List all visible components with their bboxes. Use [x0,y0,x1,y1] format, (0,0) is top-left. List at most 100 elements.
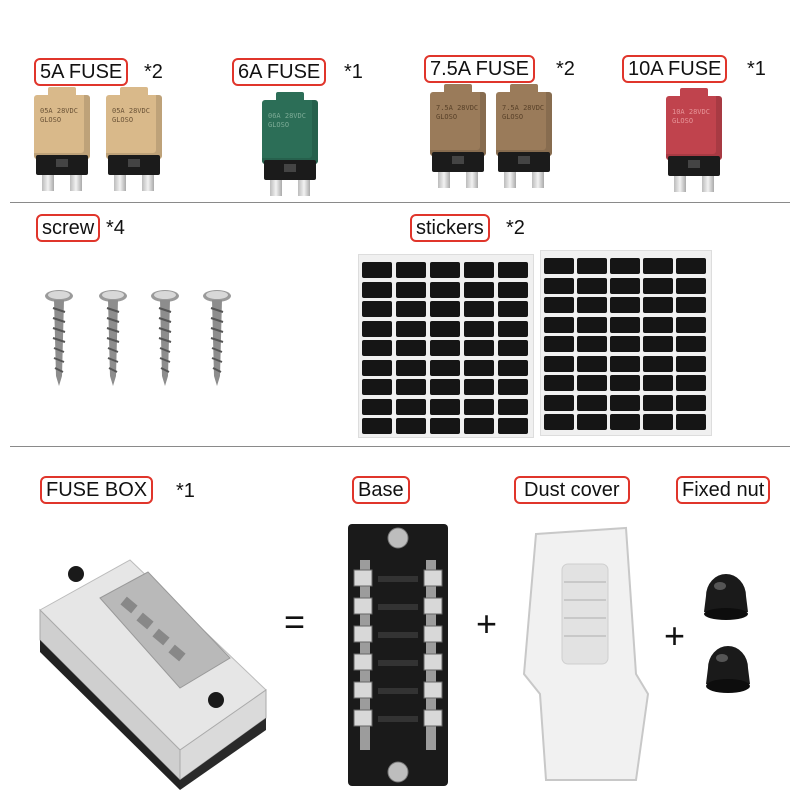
divider [10,446,790,447]
sticker [544,258,574,274]
sticker [610,277,640,294]
sticker [643,297,673,313]
sticker [643,375,673,391]
sticker [643,316,673,333]
sticker [362,418,392,434]
sticker [430,320,460,337]
sticker [498,418,528,434]
sticker [464,320,494,337]
sticker [362,320,392,337]
sticker [610,316,640,333]
fuse-7-5a-qty: *2 [556,58,575,80]
sticker [610,258,640,274]
sticker [396,320,426,337]
plus-sign: + [664,615,686,656]
sticker [676,277,706,294]
sticker [362,281,392,298]
sticker [544,277,574,294]
fixed-nut-label: Fixed nut [676,476,771,504]
sticker [396,340,426,356]
sticker [464,281,494,298]
sticker [430,340,460,356]
screw-qty: *4 [106,217,125,239]
fuse-5a-qty: *2 [144,61,163,83]
sticker [430,418,460,434]
sticker [396,262,426,278]
sticker [498,398,528,415]
sticker [577,336,607,352]
sticker [498,359,528,376]
fuse-box-qty: *1 [176,480,195,502]
fuse-10a-label: 10A FUSE [622,55,728,83]
sticker [498,281,528,298]
sticker [430,398,460,415]
fuse-box-label: FUSE BOX [40,476,154,504]
sticker [362,340,392,356]
sticker [676,316,706,333]
sticker [544,297,574,313]
fixed-nut-image [704,574,748,620]
sticker [577,316,607,333]
sticker [577,375,607,391]
screw-image [203,290,231,386]
sticker [464,379,494,395]
sticker [396,301,426,317]
sticker [430,301,460,317]
sticker [464,418,494,434]
fuse-box-image [39,559,267,790]
sticker [544,394,574,411]
sticker [610,336,640,352]
screw-image [151,290,179,386]
fixed-nut-image [706,646,750,693]
stickers-label: stickers [410,214,490,242]
sticker [643,336,673,352]
sticker [577,394,607,411]
sticker [362,301,392,317]
divider [10,202,790,203]
sticker [430,262,460,278]
sticker [676,355,706,372]
fuse-5a-label: 5A FUSE [34,58,129,86]
sticker [498,379,528,395]
sticker [430,359,460,376]
sticker [396,379,426,395]
screw-label: screw [36,214,101,242]
base-label: Base [352,476,410,504]
sticker [544,414,574,430]
sticker [498,320,528,337]
sticker [643,355,673,372]
sticker [544,336,574,352]
sticker [396,281,426,298]
dust-cover-image [522,526,650,781]
sticker [464,359,494,376]
sticker [643,394,673,411]
sticker [610,375,640,391]
base-image [348,524,448,786]
sticker [430,379,460,395]
sticker [577,355,607,372]
sticker [610,394,640,411]
dust-cover-label: Dust cover [514,476,630,504]
sticker [396,359,426,376]
sticker [544,375,574,391]
sticker [577,414,607,430]
sticker [577,258,607,274]
fuse-7-5a-label: 7.5A FUSE [424,55,535,83]
sticker [643,277,673,294]
fuse-6a-label: 6A FUSE [232,58,327,86]
sticker [643,414,673,430]
sticker [610,355,640,372]
sticker [362,379,392,395]
stickers-qty: *2 [506,217,525,239]
plus-sign: + [476,603,498,644]
sticker [396,398,426,415]
screw-image [99,290,127,386]
sticker [464,301,494,317]
fuse-10a-qty: *1 [747,58,766,80]
sticker [676,375,706,391]
fuse-6a-qty: *1 [344,61,363,83]
sticker [676,336,706,352]
sticker [362,398,392,415]
sticker [676,394,706,411]
sticker [362,359,392,376]
